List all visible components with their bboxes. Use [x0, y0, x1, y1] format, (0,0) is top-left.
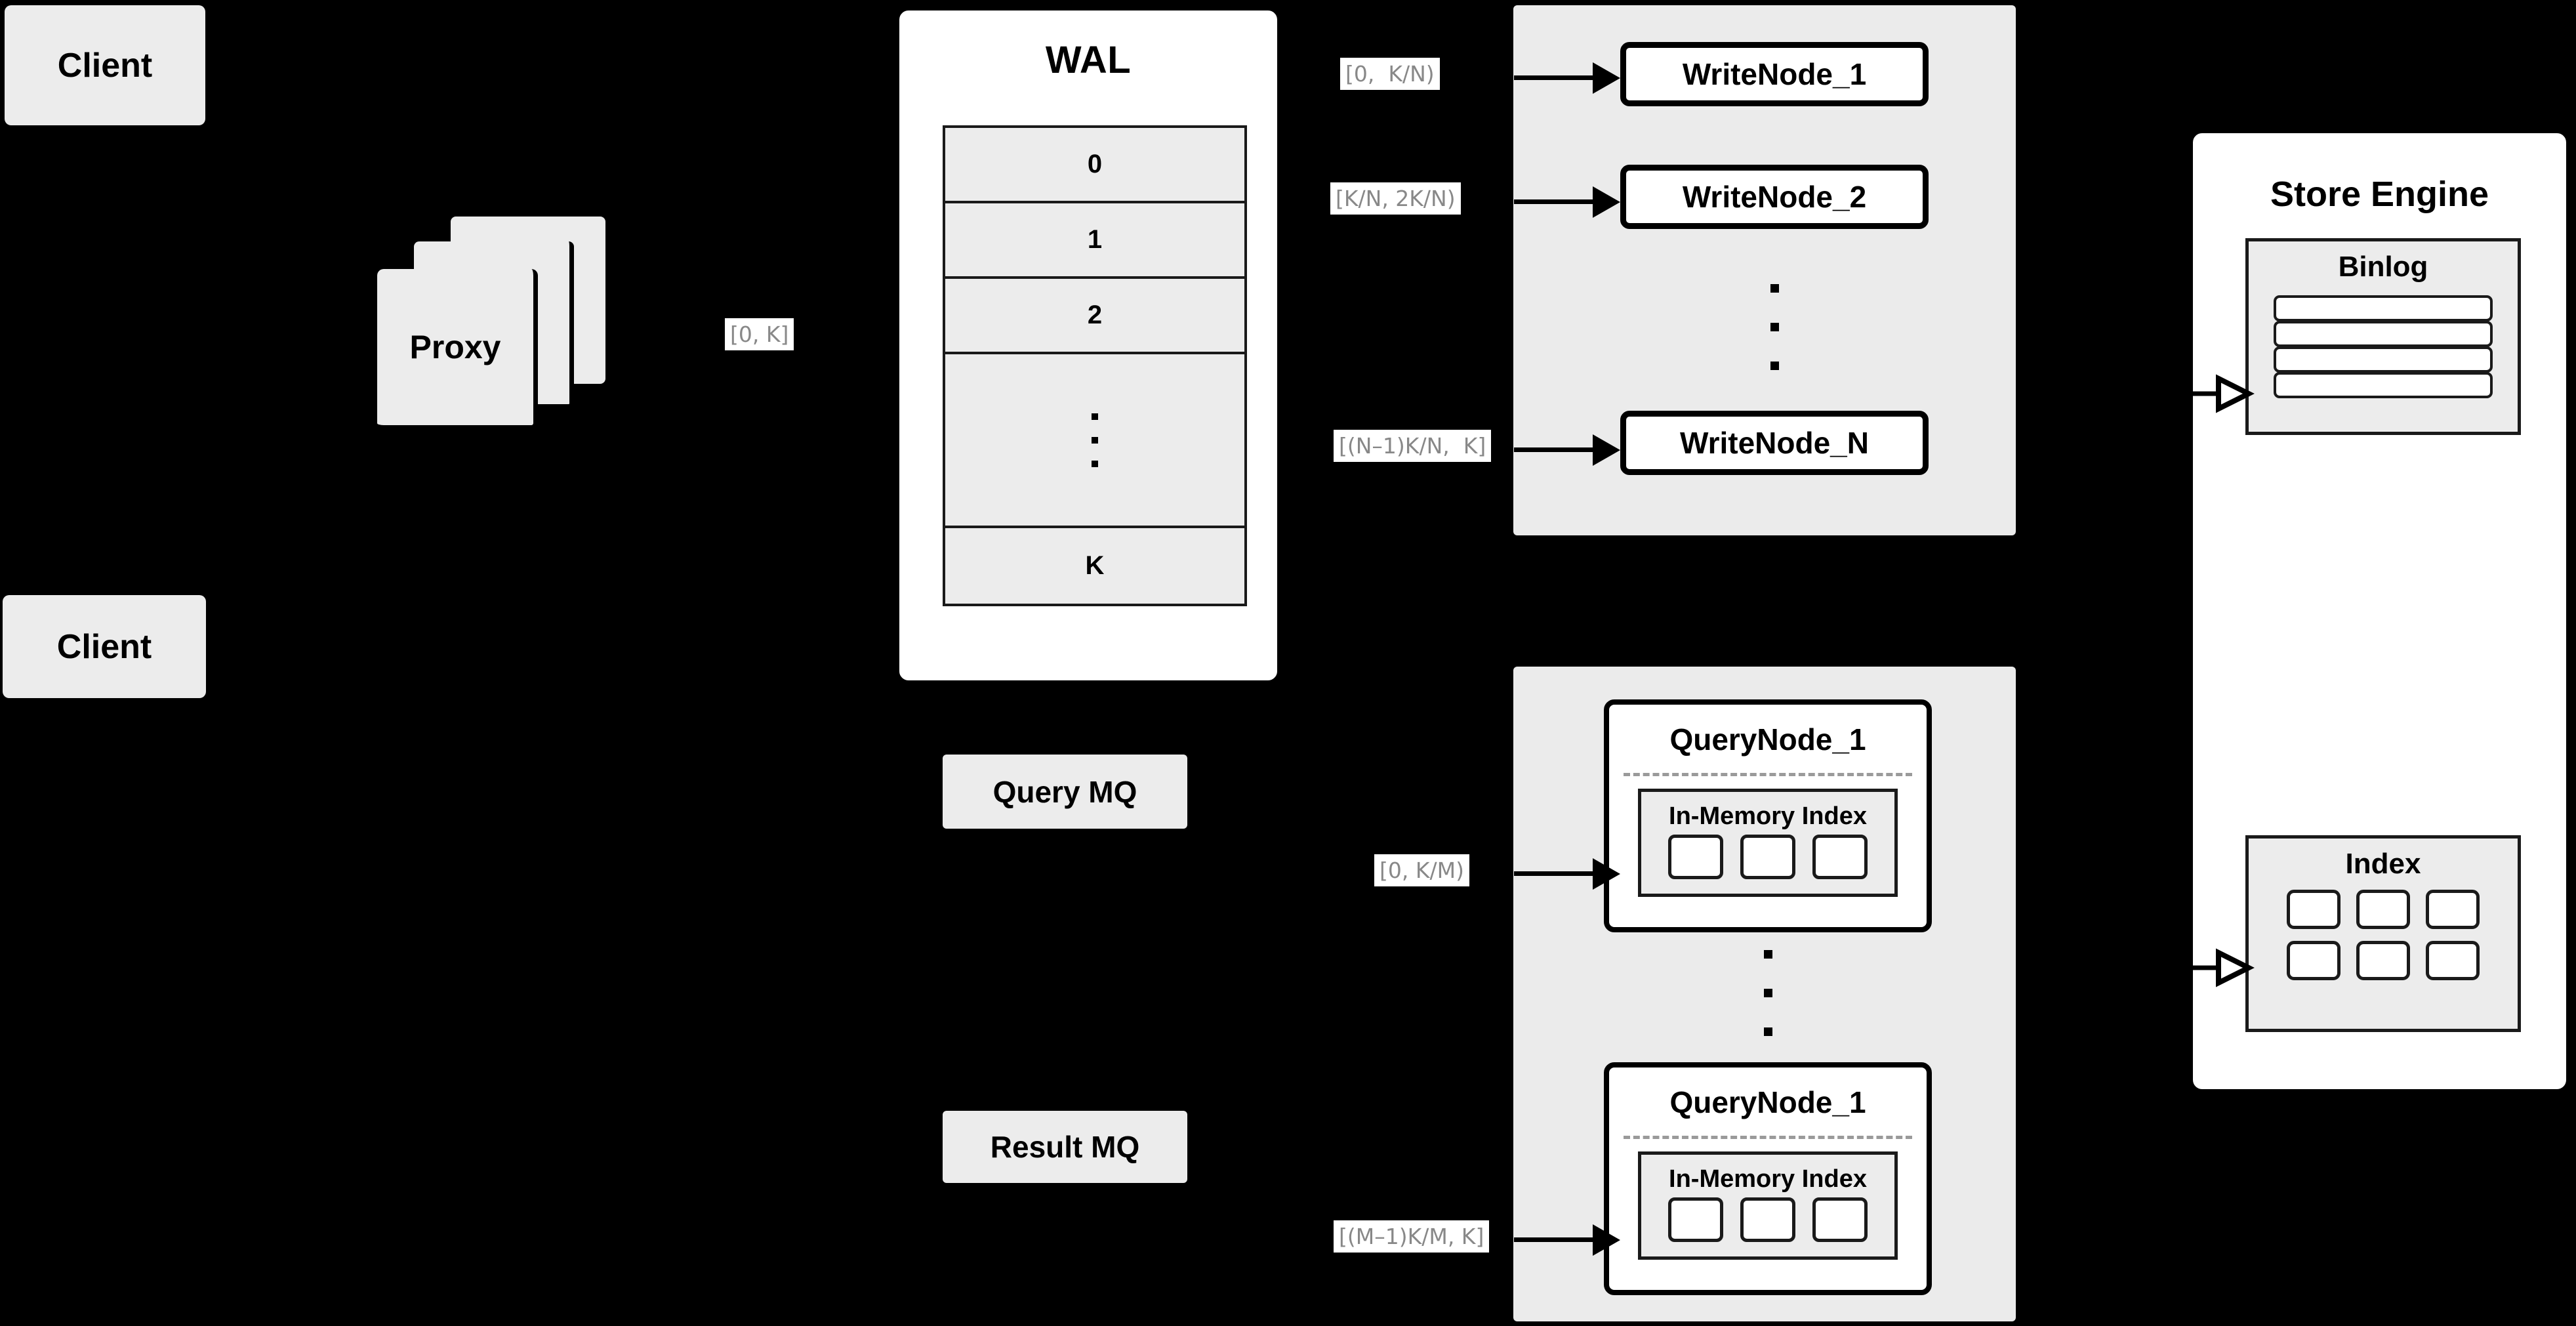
binlog-bar — [2274, 346, 2493, 373]
ellipsis-dot — [1764, 1027, 1772, 1036]
client-box-1[interactable]: Client — [5, 5, 205, 125]
write-node-n-label: WriteNode_N — [1680, 426, 1869, 460]
arrow-to-write-node-2-line — [1514, 199, 1596, 204]
write-node-1-label: WriteNode_1 — [1682, 57, 1867, 91]
query-node-1-memory-index: In-Memory Index — [1638, 789, 1898, 897]
write-node-2[interactable]: WriteNode_2 — [1620, 165, 1929, 229]
arrow-to-write-node-2-head — [1593, 186, 1620, 218]
wal-panel: WAL 0 1 2 K — [894, 5, 1282, 686]
index-cell — [1812, 1197, 1868, 1242]
binlog-bar — [2274, 321, 2493, 347]
in-memory-index-title: In-Memory Index — [1669, 802, 1867, 830]
result-mq-box[interactable]: Result MQ — [943, 1111, 1187, 1183]
write-node-n[interactable]: WriteNode_N — [1620, 411, 1929, 475]
proxy-label: Proxy — [409, 329, 501, 365]
index-cell — [1668, 1197, 1723, 1242]
binlog-bar — [2274, 295, 2493, 321]
index-cell — [2356, 890, 2410, 929]
index-cell — [1812, 835, 1868, 879]
write-node-n-range-label: [(N–1)K/N, K] — [1334, 430, 1492, 462]
query-node-1-range-label: [0, K/M) — [1374, 854, 1469, 886]
wal-row: 2 — [945, 279, 1244, 354]
query-node-cluster: QueryNode_1 In-Memory Index QueryNode_1 … — [1513, 667, 2016, 1321]
binlog-bar — [2274, 372, 2493, 398]
binlog-group: Binlog — [2245, 238, 2521, 435]
arrow-to-write-node-1-line — [1514, 75, 1596, 80]
ellipsis-dot — [1764, 950, 1772, 959]
index-cell — [1668, 835, 1723, 879]
wal-entries-table: 0 1 2 K — [943, 125, 1247, 606]
index-cell — [2287, 890, 2341, 929]
index-group: Index — [2245, 835, 2521, 1032]
index-cell — [2426, 941, 2480, 980]
arrow-to-query-node-1-line — [1514, 871, 1596, 876]
arrow-to-binlog — [2184, 374, 2255, 413]
index-cell — [1740, 835, 1795, 879]
arrow-to-query-node-2-line — [1514, 1237, 1596, 1242]
ellipsis-dot — [1770, 323, 1779, 331]
arrow-to-write-node-1-head — [1593, 62, 1620, 94]
proxy-card-front[interactable]: Proxy — [377, 269, 538, 430]
query-mq-label: Query MQ — [992, 774, 1137, 809]
ellipsis-dot — [1770, 362, 1779, 370]
ellipsis-dot — [1770, 284, 1779, 293]
client-label-2: Client — [56, 627, 152, 666]
write-cluster-ellipsis — [1770, 284, 1779, 370]
arrow-to-write-node-n-line — [1514, 447, 1596, 452]
wal-row: 1 — [945, 203, 1244, 279]
wal-row: 0 — [945, 128, 1244, 203]
result-mq-label: Result MQ — [990, 1130, 1140, 1164]
query-node-2-memory-index: In-Memory Index — [1638, 1151, 1898, 1260]
in-memory-index-cells — [1641, 1197, 1894, 1242]
arrow-to-query-node-1-head — [1593, 858, 1620, 890]
index-grid — [2249, 890, 2518, 980]
write-node-2-range-label: [K/N, 2K/N) — [1330, 182, 1461, 215]
index-cell — [2287, 941, 2341, 980]
write-node-2-label: WriteNode_2 — [1682, 180, 1867, 214]
store-engine-title: Store Engine — [2270, 175, 2489, 214]
query-node-2[interactable]: QueryNode_1 In-Memory Index — [1604, 1062, 1932, 1295]
query-node-2-range-label: [(M–1)K/M, K] — [1334, 1220, 1490, 1253]
binlog-bars — [2274, 295, 2493, 398]
index-cell — [2356, 941, 2410, 980]
ellipsis-dot — [1092, 413, 1098, 420]
wal-title: WAL — [1045, 39, 1132, 81]
index-row — [2287, 941, 2480, 980]
query-node-1[interactable]: QueryNode_1 In-Memory Index — [1604, 699, 1932, 932]
query-node-1-divider — [1624, 773, 1912, 776]
store-engine-panel: Store Engine Binlog Index — [2188, 128, 2571, 1094]
wal-row-ellipsis — [945, 354, 1244, 528]
binlog-title: Binlog — [2338, 251, 2428, 283]
ellipsis-dot — [1764, 989, 1772, 997]
write-node-cluster: WriteNode_1 WriteNode_2 WriteNode_N — [1513, 5, 2016, 535]
in-memory-index-cells — [1641, 835, 1894, 879]
ellipsis-dot — [1092, 460, 1098, 467]
query-cluster-ellipsis — [1764, 950, 1772, 1036]
ellipsis-dot — [1092, 436, 1098, 444]
client-label-1: Client — [57, 46, 153, 85]
arrow-to-query-node-2-head — [1593, 1224, 1620, 1256]
client-box-2[interactable]: Client — [3, 595, 206, 698]
index-row — [2287, 890, 2480, 929]
query-node-1-title: QueryNode_1 — [1669, 722, 1866, 756]
index-title: Index — [2345, 848, 2421, 880]
in-memory-index-title: In-Memory Index — [1669, 1165, 1867, 1193]
query-mq-box[interactable]: Query MQ — [943, 755, 1187, 829]
index-cell — [2426, 890, 2480, 929]
index-cell — [1740, 1197, 1795, 1242]
proxy-range-label: [0, K] — [725, 318, 794, 350]
write-node-1[interactable]: WriteNode_1 — [1620, 42, 1929, 106]
wal-row: K — [1085, 551, 1105, 580]
query-node-2-title: QueryNode_1 — [1669, 1085, 1866, 1119]
write-node-1-range-label: [0, K/N) — [1340, 58, 1440, 90]
proxy-stack[interactable]: Proxy — [377, 217, 640, 430]
query-node-2-divider — [1624, 1136, 1912, 1139]
arrow-to-write-node-n-head — [1593, 434, 1620, 466]
arrow-to-index — [2184, 948, 2255, 987]
